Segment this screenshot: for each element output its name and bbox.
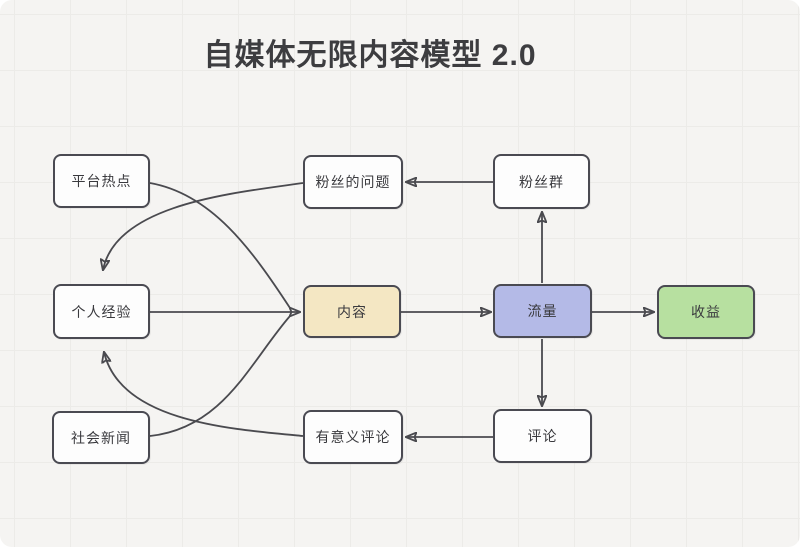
node-platform-hotspots[interactable]: 平台热点 (53, 154, 150, 208)
node-label: 评论 (527, 428, 558, 444)
node-content[interactable]: 内容 (303, 285, 401, 338)
node-personal-experience[interactable]: 个人经验 (53, 284, 150, 339)
edge-platform-hotspots-content (149, 182, 291, 309)
node-meaningful-comments[interactable]: 有意义评论 (303, 410, 403, 464)
node-label: 社会新闻 (71, 429, 131, 446)
edge-fan-questions-personal-experience (103, 182, 304, 270)
node-comments[interactable]: 评论 (493, 409, 592, 463)
diagram-title: 自媒体无限内容模型 2.0 (203, 39, 537, 72)
node-label: 粉丝群 (519, 173, 564, 190)
node-label: 收益 (691, 304, 721, 320)
node-traffic[interactable]: 流量 (493, 284, 592, 338)
node-label: 平台热点 (71, 173, 132, 189)
node-label: 流量 (527, 303, 558, 319)
node-label: 个人经验 (71, 303, 132, 320)
node-label: 粉丝的问题 (315, 174, 391, 190)
node-label: 有意义评论 (315, 429, 391, 445)
edge-social-news-content (149, 315, 291, 437)
node-label: 内容 (337, 303, 367, 320)
node-fan-questions[interactable]: 粉丝的问题 (303, 155, 403, 209)
node-fan-group[interactable]: 粉丝群 (493, 154, 590, 209)
node-social-news[interactable]: 社会新闻 (52, 411, 150, 464)
node-revenue[interactable]: 收益 (657, 285, 755, 339)
edge-meaningful-comments-personal-experience (104, 352, 304, 437)
